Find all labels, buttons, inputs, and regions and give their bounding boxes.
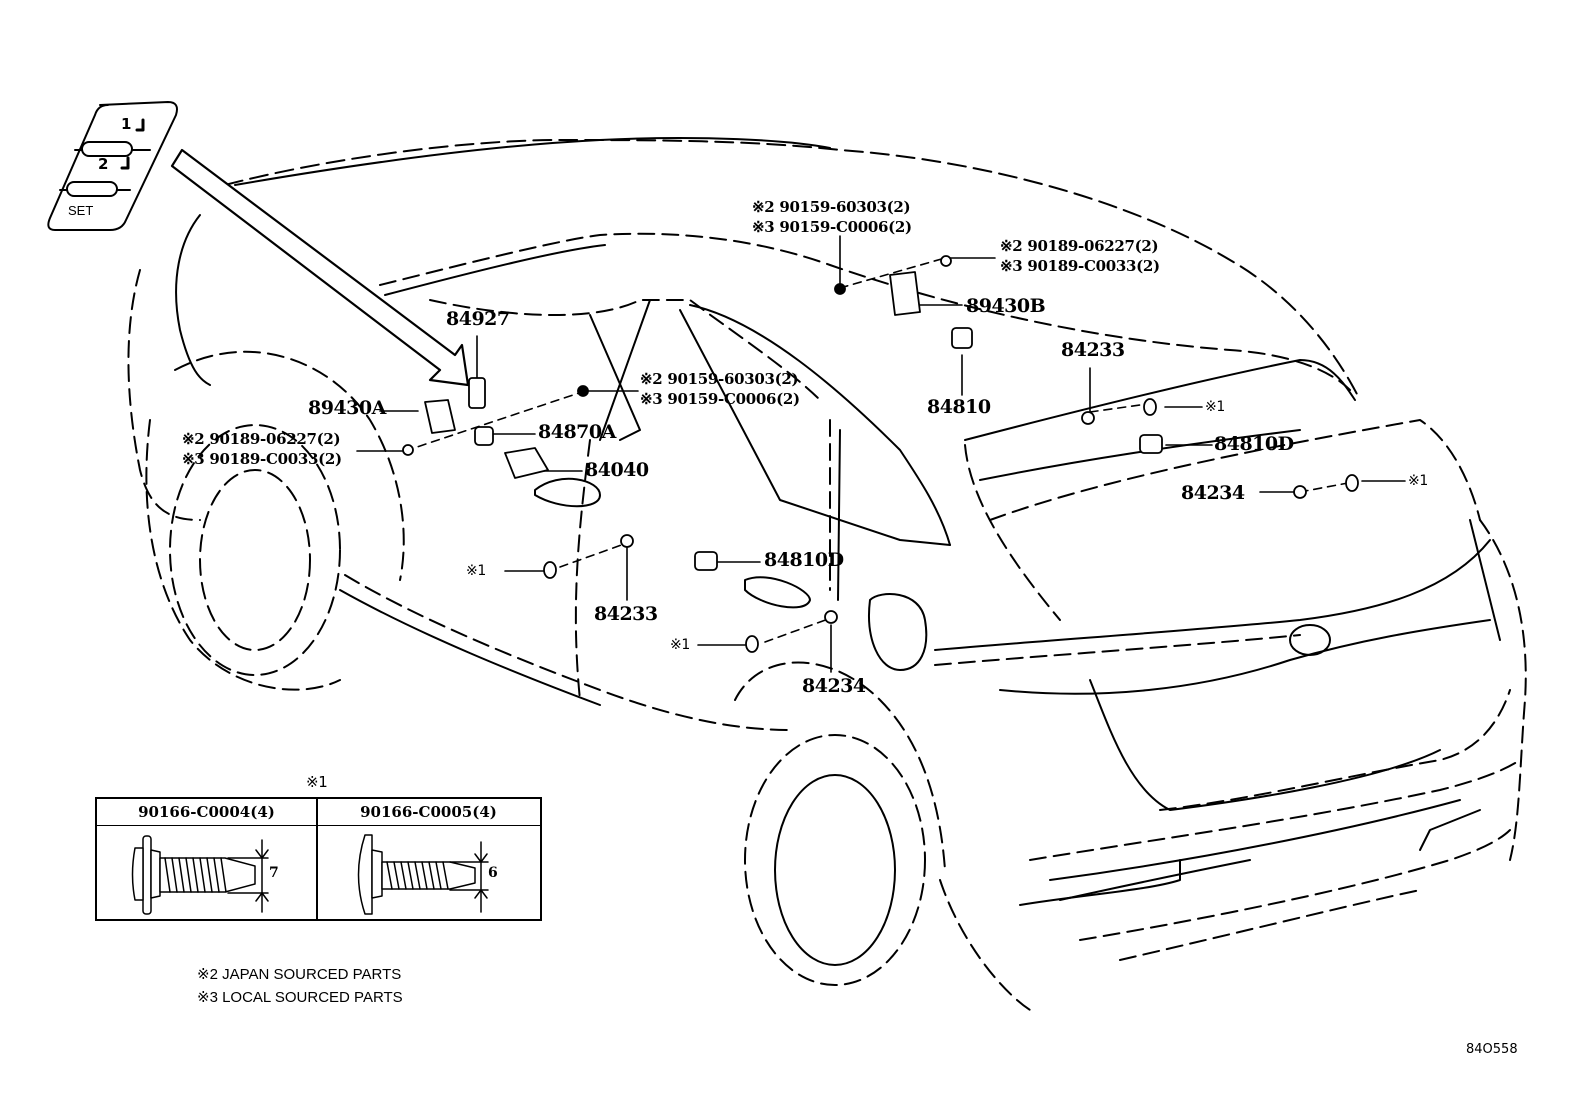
bolt-table-dimension-1: 6 <box>488 865 498 881</box>
bolt-table-header-1: 90166-C0005(4) <box>317 799 540 826</box>
screw-set-front-upper-line1: ※2 90159-60303(2) <box>640 370 799 388</box>
seat-icon-2 <box>120 156 130 170</box>
callout-84233-rear: 84233 <box>1061 339 1125 361</box>
callout-89430B: 89430B <box>966 295 1046 317</box>
callout-84234-door: 84234 <box>802 675 866 697</box>
car-body <box>127 137 1527 1011</box>
callout-84233-door: 84233 <box>594 603 658 625</box>
screw-set-roof-right-line1: ※2 90189-06227(2) <box>1000 237 1159 255</box>
bolt-table: 90166-C0004(4) 90166-C0005(4) 7 6 <box>95 797 542 921</box>
connector-84233-door-icon <box>620 534 634 548</box>
ecu-89430B-icon <box>889 271 921 316</box>
screw-set-front-lower-line2: ※3 90189-C0033(2) <box>182 450 342 468</box>
bolt-table-mark: ※1 <box>306 773 328 791</box>
screw-set-roof-left-line1: ※2 90159-60303(2) <box>752 198 911 216</box>
mark-1-rear-top: ※1 <box>1205 399 1226 415</box>
callout-84234-rear: 84234 <box>1181 482 1245 504</box>
callout-84870A: 84870A <box>538 421 616 443</box>
component-icons <box>402 255 1359 653</box>
screw-set-roof-right-line2: ※3 90189-C0033(2) <box>1000 257 1160 275</box>
seat-icon-1 <box>135 118 145 132</box>
callout-84927: 84927 <box>446 308 510 330</box>
screw-set-roof-left-line2: ※3 90159-C0006(2) <box>752 218 912 236</box>
memory-button-1-label: 1 <box>121 115 132 133</box>
bolt-90166-C0004-icon <box>131 835 269 915</box>
screw-set-front-upper-line2: ※3 90159-C0006(2) <box>640 390 800 408</box>
callout-84810D-door: 84810D <box>764 549 844 571</box>
callout-89430A: 89430A <box>308 397 386 419</box>
bolt-90166-C0005-icon <box>357 834 489 915</box>
switch-84927-icon <box>468 377 486 409</box>
mark-1-rear-bottom: ※1 <box>1408 473 1429 489</box>
leader-lines <box>356 235 1406 673</box>
memory-button-1-icon <box>81 141 133 157</box>
callout-84040: 84040 <box>585 459 649 481</box>
pointer-arrow <box>170 148 470 387</box>
bolt-table-dimension-0: 7 <box>269 865 279 881</box>
switch-84040-icon <box>504 447 549 479</box>
bolt-illustrations <box>131 834 489 915</box>
ecu-89430A-icon <box>424 399 456 434</box>
legend-japan-sourced: ※2 JAPAN SOURCED PARTS <box>197 966 402 983</box>
switch-84870A-icon <box>474 426 494 446</box>
mark-1-door-front: ※1 <box>466 563 487 579</box>
switch-84810-icon <box>951 327 973 349</box>
connector-84234-rear-icon <box>1293 485 1307 499</box>
mark-1-door-rear: ※1 <box>670 637 691 653</box>
memory-set-label: SET <box>68 203 94 218</box>
callout-84810: 84810 <box>927 396 991 418</box>
connector-84234-door-icon <box>824 610 838 624</box>
screw-set-front-lower-line1: ※2 90189-06227(2) <box>182 430 341 448</box>
connector-84233-rear-icon <box>1081 411 1095 425</box>
memory-button-2-label: 2 <box>98 155 109 173</box>
callout-84810D-rear: 84810D <box>1214 433 1294 455</box>
bolt-table-divider <box>316 799 318 919</box>
diagram-code: 84O558 <box>1466 1042 1518 1057</box>
legend-local-sourced: ※3 LOCAL SOURCED PARTS <box>197 989 403 1006</box>
screw-icons <box>402 255 1359 653</box>
memory-switch-panel <box>47 101 178 231</box>
bolt-table-header-0: 90166-C0004(4) <box>97 799 316 826</box>
switch-84810D-rear-icon <box>1139 434 1163 454</box>
memory-button-2-icon <box>66 181 118 197</box>
switch-84810D-door-icon <box>694 551 718 571</box>
